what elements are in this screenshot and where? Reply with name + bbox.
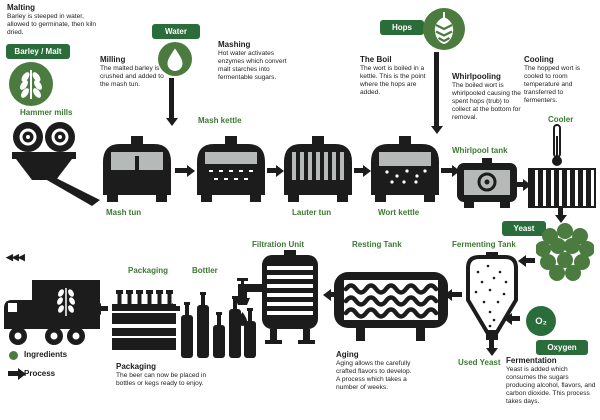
step-body: The boiled wort is whirlpooled causing t… [452,82,521,122]
yeast-cluster-icon [535,222,595,282]
badge-water: Water [152,24,200,39]
fermenting-tank-icon [460,252,524,348]
step-whirlpooling: Whirlpooling The boiled wort is whirlpoo… [452,72,524,122]
continue-chevrons-icon: ◀◀◀ [6,252,25,262]
process-arrow-icon [8,371,18,376]
o2-circle-icon: O₂ [526,306,556,336]
lauter-tun-icon [279,134,357,206]
label-mash-tun: Mash tun [106,208,142,217]
flow-arrow [173,306,180,311]
step-body: The malted barley is crushed and added t… [100,65,164,89]
water-drop-icon [158,42,192,76]
step-mashing: Mashing Hot water activates enzymes whic… [218,40,296,82]
truck-icon [2,276,102,348]
flow-arrow-yeast [526,258,535,263]
hammer-mill-icon [8,118,100,206]
legend-ingredients: Ingredients [24,350,68,359]
step-title: Aging [336,350,359,359]
flow-arrow [175,168,187,173]
label-cooler: Cooler [548,115,574,124]
step-milling: Milling The malted barley is crushed and… [100,55,164,89]
flow-arrow-used-yeast [489,340,494,348]
mash-kettle-icon [192,134,270,206]
step-title: Whirlpooling [452,72,501,81]
step-the-boil: The Boil The wort is boiled in a kettle.… [360,55,430,97]
wort-kettle-icon [366,134,444,206]
step-body: Hot water activates enzymes which conver… [218,50,287,82]
cooler-icon [528,168,596,208]
step-title: Cooling [524,55,554,64]
badge-yeast: Yeast [502,221,546,236]
step-title: Fermentation [506,356,557,365]
flow-arrow [452,292,462,297]
flow-arrow-cooler-down [558,208,563,215]
badge-hops: Hops [380,20,424,35]
ingredients-dot-icon [9,351,18,360]
flow-arrow-oxygen [512,316,520,321]
badge-barley-malt: Barley / Malt [6,44,70,59]
label-wort-kettle: Wort kettle [378,208,420,217]
label-resting-tank: Resting Tank [352,240,402,249]
step-body: The beer can now be placed in bottles or… [116,372,207,388]
step-fermentation: Fermentation Yeast is added which consum… [506,356,598,406]
label-lauter-tun: Lauter tun [292,208,332,217]
label-whirlpool-tank: Whirlpool tank [452,146,508,155]
step-title: The Boil [360,55,392,64]
label-hammer-mills: Hammer mills [20,108,73,117]
flow-arrow [101,306,108,311]
flow-arrow [514,182,523,187]
filtration-unit-icon [256,250,324,344]
step-title: Milling [100,55,126,64]
label-packaging: Packaging [128,266,169,275]
flow-arrow [354,168,363,173]
flow-arrow [441,168,452,173]
label-used-yeast: Used Yeast [458,358,501,367]
label-fermenting-tank: Fermenting Tank [452,240,516,249]
legend-process: Process [24,369,56,378]
flow-arrow [267,168,276,173]
flow-arrow-water-down [169,78,174,118]
step-body: Barley is steeped in water, allowed to g… [7,13,97,37]
step-aging: Aging Aging allows the carefully crafted… [336,350,414,392]
step-title: Malting [7,3,35,12]
step-body: The hopped wort is cooled to room temper… [524,65,581,105]
badge-oxygen: Oxygen [536,340,588,355]
mash-tun-icon [98,134,176,206]
flow-arrow [331,292,340,297]
step-body: Yeast is added which consumes the sugars… [506,366,596,406]
resting-tank-icon [332,268,450,348]
label-filtration-unit: Filtration Unit [252,240,304,249]
step-malting: Malting Barley is steeped in water, allo… [7,3,107,37]
step-body: Aging allows the carefully crafted flavo… [336,360,412,392]
step-title: Packaging [116,362,157,371]
step-body: The wort is boiled in a kettle. This is … [360,65,426,97]
label-mash-kettle: Mash kettle [198,116,242,125]
barley-icon [9,62,53,106]
label-bottler: Bottler [192,266,218,275]
hops-icon [423,8,465,50]
packaging-crate-icon [110,290,178,352]
step-cooling: Cooling The hopped wort is cooled to roo… [524,55,598,105]
whirlpool-tank-icon [456,158,518,208]
bottles-icon [180,282,256,360]
flow-arrow-hops-down [434,52,439,126]
step-packaging: Packaging The beer can now be placed in … [116,362,218,388]
thermometer-icon [551,124,563,168]
step-title: Mashing [218,40,251,49]
